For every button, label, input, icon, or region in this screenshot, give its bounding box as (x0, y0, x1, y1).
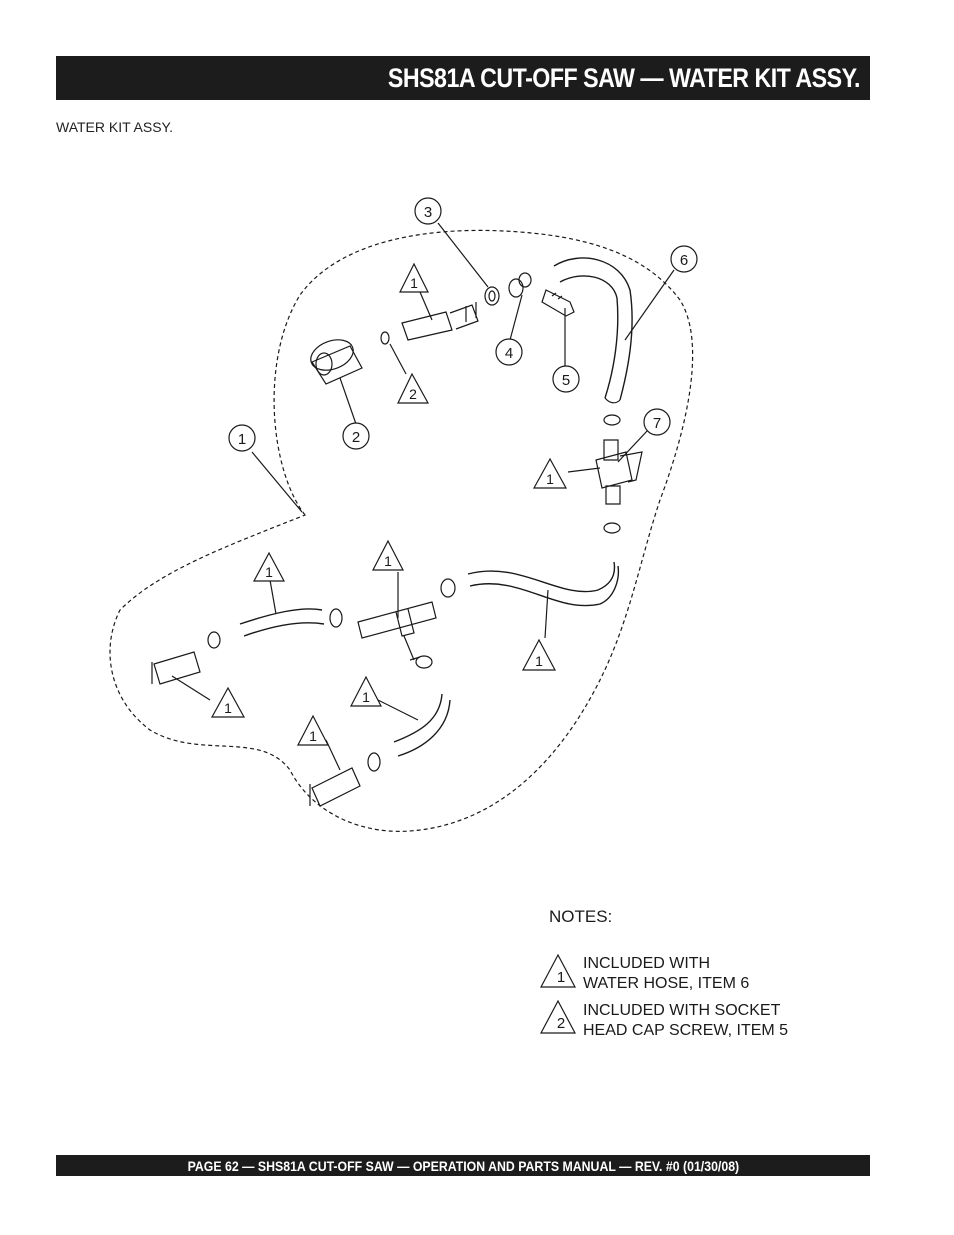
nozzle-left (151, 651, 201, 685)
callout-7-label: 7 (653, 415, 661, 432)
water-hose-right (467, 561, 620, 607)
triangle-label-lower-left: 1 (224, 700, 232, 716)
leader-t-top (419, 291, 433, 321)
nozzle-bottom (309, 767, 361, 807)
triangle-label-tee: 1 (546, 471, 554, 487)
leader-t-lower-left (171, 675, 211, 701)
water-hose-lower (393, 693, 451, 757)
cross-fitting (357, 601, 437, 661)
leader-4 (509, 294, 523, 341)
note-1-marker-label: 1 (557, 969, 565, 986)
triangle-label-washer: 2 (409, 386, 417, 402)
callout-5-circle (552, 365, 580, 393)
triangle-marker-mid (372, 539, 404, 571)
callout-6-circle (670, 245, 698, 273)
socket-head-screw-item-5 (541, 289, 575, 317)
callout-3-label: 3 (424, 204, 432, 221)
triangle-label-right: 1 (535, 653, 543, 669)
triangle-marker-top (399, 262, 429, 293)
callout-1-label: 1 (238, 431, 246, 448)
notes-heading: NOTES: (549, 907, 612, 926)
kit-boundary-outline (109, 229, 694, 832)
triangle-marker-washer (397, 372, 430, 404)
leader-7 (617, 429, 649, 463)
ring-item-4 (508, 278, 524, 298)
hose-clamp-item-3 (484, 286, 500, 306)
leader-t-washer (389, 343, 407, 375)
page-footer: PAGE 62 — SHS81A CUT-OFF SAW — OPERATION… (56, 1155, 870, 1176)
callout-6-label: 6 (680, 252, 688, 269)
page-title: SHS81A CUT-OFF SAW — WATER KIT ASSY. (387, 62, 861, 93)
note-2-marker (540, 999, 576, 1034)
leader-t-lower-mid (377, 699, 419, 721)
footer-text: PAGE 62 — SHS81A CUT-OFF SAW — OPERATION… (187, 1157, 739, 1174)
water-hose-item-6 (553, 257, 633, 401)
triangle-marker-lower-mid (350, 675, 382, 707)
nut-item-2 (310, 339, 354, 371)
note-1-line-1: INCLUDED WITH (583, 955, 710, 972)
callout-7-circle (643, 408, 671, 436)
triangle-label-top: 1 (410, 275, 418, 291)
callout-4-label: 4 (505, 345, 513, 362)
leader-2 (339, 377, 357, 425)
triangle-marker-tee (532, 457, 568, 489)
leader-t-left (269, 579, 277, 615)
triangle-label-bottom: 1 (309, 728, 317, 744)
triangle-marker-left (252, 551, 286, 582)
triangle-label-lower-mid: 1 (362, 689, 370, 705)
leader-6 (624, 269, 675, 341)
washer-item-2 (380, 331, 390, 345)
leader-t-tee (567, 467, 601, 473)
page-header: SHS81A CUT-OFF SAW — WATER KIT ASSY. (56, 56, 870, 100)
note-2-marker-label: 2 (557, 1015, 565, 1032)
leader-1-left (251, 451, 303, 513)
callout-5-label: 5 (562, 372, 570, 389)
triangle-label-mid: 1 (384, 553, 392, 569)
triangle-label-left: 1 (265, 564, 273, 580)
tee-valve-item-7 (595, 439, 643, 505)
section-subtitle: WATER KIT ASSY. (56, 119, 173, 135)
triangle-marker-bottom (297, 714, 329, 746)
note-1-marker (540, 953, 576, 988)
water-hose-left (239, 608, 325, 637)
note-1-line-2: WATER HOSE, ITEM 6 (583, 975, 749, 992)
triangle-marker-right (522, 638, 556, 671)
callout-3-circle (414, 197, 442, 225)
callout-4-circle (495, 338, 523, 366)
callout-2-circle (342, 422, 370, 450)
note-2-line-1: INCLUDED WITH SOCKET (583, 1002, 781, 1019)
barb-fitting-top (401, 302, 479, 341)
callout-2-label: 2 (352, 429, 360, 446)
callout-1-circle (228, 424, 256, 452)
leader-3 (437, 222, 489, 288)
note-2-line-2: HEAD CAP SCREW, ITEM 5 (583, 1022, 788, 1039)
triangle-marker-lower-left (210, 686, 246, 718)
